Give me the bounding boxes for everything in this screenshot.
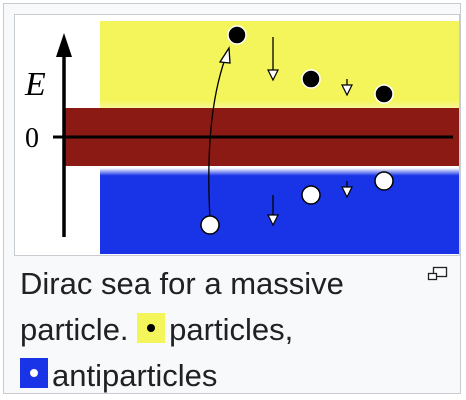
decay-arrow [267,195,279,227]
decay-arrow [341,79,353,97]
particle [374,84,394,104]
antiparticle [374,171,394,191]
antiparticle-legend-swatch [20,358,48,389]
energy-axis-arrowhead [56,33,72,57]
positive-energy-band [100,21,459,109]
decay-arrow [267,37,279,82]
figure-caption: Dirac sea for a massive particle. partic… [20,260,415,397]
negative-energy-band [100,168,459,254]
particles-legend-label: particles, [169,311,294,347]
particle [301,69,321,89]
antiparticle [301,185,321,205]
excitation-arrow-path [208,58,226,220]
zero-label: 0 [25,123,39,154]
particle-legend-swatch [137,312,166,343]
magnify-clip-icon[interactable] [427,266,449,282]
caption-line-2: particle. particles, [20,311,294,347]
dirac-sea-image[interactable]: E 0 [14,14,460,256]
energy-axis-label: E [24,66,46,103]
caption-line-1: Dirac sea for a massive [20,265,344,301]
antiparticles-legend-label: antiparticles [52,357,218,393]
figure-thumbnail: E 0 [3,3,461,394]
particle [227,25,247,45]
decay-arrow [341,181,353,199]
excitation-arrowhead [218,45,231,64]
dirac-sea-diagram: E 0 [24,21,459,254]
antiparticle [200,215,220,235]
caption-line-3: antiparticles [20,352,415,398]
